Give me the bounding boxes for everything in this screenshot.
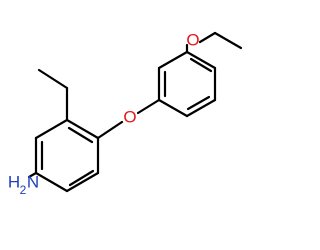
bond (65, 118, 100, 140)
double-bond-inner (186, 95, 211, 111)
amine-bond (27, 171, 38, 179)
bond (185, 98, 217, 118)
amine-group: H 2 N (8, 172, 39, 197)
bond (185, 50, 217, 70)
double-bond-inner (67, 126, 94, 144)
bond (65, 171, 100, 193)
bond (34, 118, 69, 140)
molecule-structure: O O H 2 N (8, 30, 243, 197)
ether-bond (96, 120, 124, 140)
ethoxy-bond (213, 31, 243, 50)
oxygen-atom: O (123, 107, 136, 126)
bond (34, 171, 69, 193)
amine-subscript: 2 (20, 183, 27, 197)
amine-hydrogen: H (8, 172, 20, 191)
oxygen-atom: O (186, 30, 199, 49)
ethoxy-bond (198, 31, 217, 44)
double-bond-inner (68, 169, 95, 187)
amine-nitrogen: N (27, 172, 39, 191)
double-bond-inner (189, 57, 213, 73)
methyl-bond (37, 68, 69, 90)
left-aromatic-ring (34, 118, 100, 193)
ether-bond (136, 98, 161, 115)
right-aromatic-ring (157, 50, 217, 118)
bond (157, 98, 189, 118)
bond (157, 50, 189, 70)
